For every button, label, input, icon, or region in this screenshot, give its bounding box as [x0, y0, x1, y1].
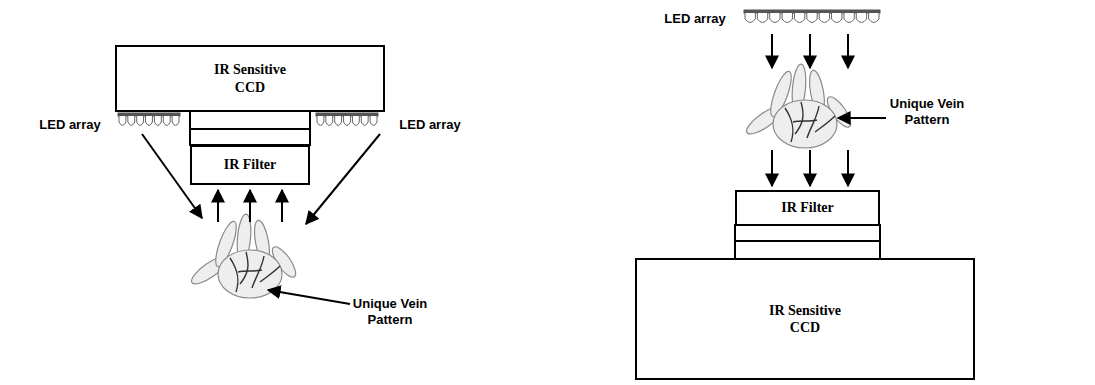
- hand-illustration: [188, 214, 300, 298]
- light-arrow: [142, 134, 380, 304]
- housing-step: [735, 225, 880, 259]
- hand-illustration: [743, 64, 855, 148]
- component-label: LED array: [390, 117, 470, 133]
- filter-box: IR Filter: [735, 190, 880, 226]
- sensor-box: IR Sensitive CCD: [115, 45, 385, 112]
- box-label: IR Filter: [781, 199, 833, 217]
- sensor-box: IR Sensitive CCD: [635, 258, 975, 380]
- light-arrow: [772, 34, 886, 186]
- filter-box: IR Filter: [190, 145, 310, 185]
- led-array-symbol: [118, 113, 180, 126]
- component-label: LED array: [655, 11, 735, 27]
- box-label: IR Sensitive CCD: [755, 302, 855, 337]
- housing-step: [190, 111, 310, 145]
- callout-label: Unique Vein Pattern: [889, 96, 965, 129]
- component-label: LED array: [30, 117, 110, 133]
- box-label: IR Sensitive CCD: [200, 61, 300, 96]
- callout-label: Unique Vein Pattern: [352, 296, 428, 329]
- led-array-symbol: [744, 10, 880, 23]
- box-label: IR Filter: [224, 156, 276, 174]
- led-array-symbol: [316, 113, 378, 126]
